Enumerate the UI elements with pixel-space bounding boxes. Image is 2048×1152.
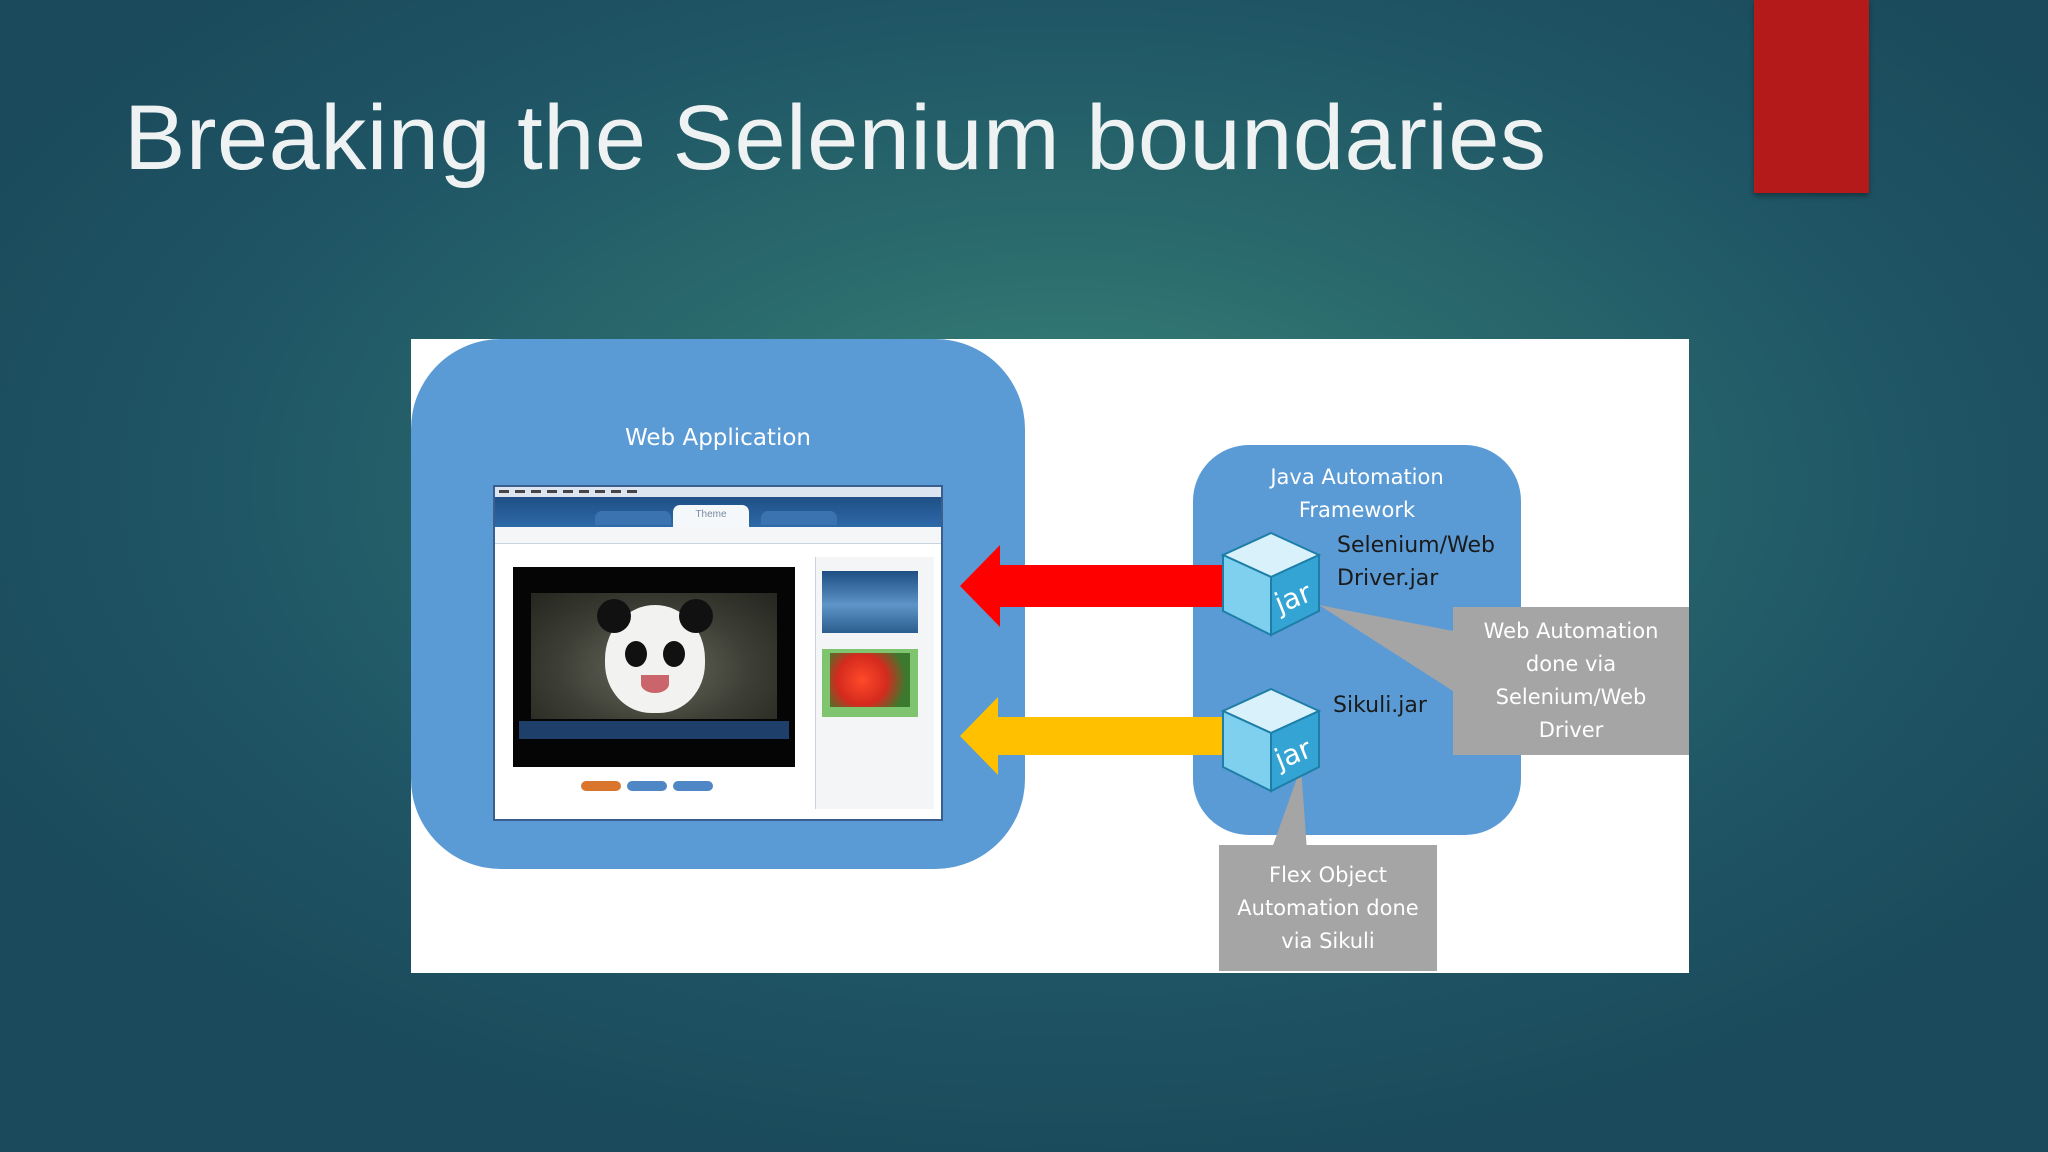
accent-tab — [1754, 0, 1869, 193]
callout-web-line3: Selenium/Web — [1495, 685, 1647, 709]
app-bottom-button-1 — [581, 781, 621, 791]
web-callout-pointer — [1319, 605, 1453, 691]
callout-flex-line3: via Sikuli — [1281, 928, 1375, 953]
app-menu-items — [499, 490, 639, 493]
selenium-jar-icon: jar — [1220, 531, 1322, 637]
panda-eye-left — [625, 641, 647, 667]
selenium-jar-label-line1: Selenium/Web — [1337, 533, 1495, 558]
panda-eye-right — [663, 641, 685, 667]
app-tabbar: Theme — [495, 497, 941, 527]
theme-thumbnail-2 — [822, 649, 918, 717]
java-framework-label-line1: Java Automation — [1270, 465, 1444, 489]
video-player — [513, 567, 795, 767]
java-framework-label-line2: Framework — [1298, 498, 1416, 522]
theme-thumbnail-2-image — [830, 653, 910, 707]
callout-flex-line1: Flex Object — [1269, 862, 1387, 887]
app-bottom-button-3 — [673, 781, 713, 791]
flex-automation-callout-text: Flex Object Automation done via Sikuli — [1237, 859, 1418, 958]
app-tab-left — [595, 511, 671, 525]
callout-flex-line2: Automation done — [1237, 895, 1419, 920]
slide-title: Breaking the Selenium boundaries — [124, 87, 1547, 189]
web-application-label: Web Application — [625, 425, 811, 451]
red-left-arrow-icon — [960, 545, 1252, 627]
app-tab-right — [761, 511, 837, 525]
web-app-screenshot: Theme — [493, 485, 943, 821]
panda-ear-right — [679, 599, 713, 633]
app-tab-theme: Theme — [673, 505, 749, 527]
selenium-jar-label: Selenium/Web Driver.jar — [1337, 529, 1495, 595]
panda-mouth — [641, 675, 669, 693]
callout-web-line4: Driver — [1538, 718, 1604, 742]
selenium-jar-label-line2: Driver.jar — [1337, 566, 1439, 591]
sikuli-jar-label: Sikuli.jar — [1333, 693, 1427, 718]
app-bottom-button-2 — [627, 781, 667, 791]
panda-ear-left — [597, 599, 631, 633]
panda-image — [531, 593, 777, 719]
callout-web-line2: done via — [1525, 652, 1617, 676]
flex-callout-pointer — [1271, 767, 1307, 851]
app-subbar — [495, 527, 941, 544]
web-automation-callout-text: Web Automation done via Selenium/Web Dri… — [1484, 615, 1659, 747]
yellow-left-arrow-icon — [960, 697, 1250, 775]
java-framework-label: Java Automation Framework — [1193, 461, 1521, 527]
callout-web-line1: Web Automation — [1483, 619, 1659, 643]
callout-pointers — [1271, 605, 1453, 851]
web-application-box: Web Application Theme — [411, 339, 1025, 869]
video-controls — [519, 721, 789, 739]
theme-thumbnail-1 — [822, 571, 918, 633]
web-automation-callout: Web Automation done via Selenium/Web Dri… — [1453, 607, 1689, 755]
flex-automation-callout: Flex Object Automation done via Sikuli — [1219, 845, 1437, 971]
app-side-panel — [815, 557, 934, 809]
panda-head — [597, 599, 713, 713]
sikuli-jar-icon: jar — [1220, 687, 1322, 793]
architecture-diagram: Web Application Theme — [411, 339, 1689, 973]
app-tab-theme-label: Theme — [695, 509, 727, 520]
